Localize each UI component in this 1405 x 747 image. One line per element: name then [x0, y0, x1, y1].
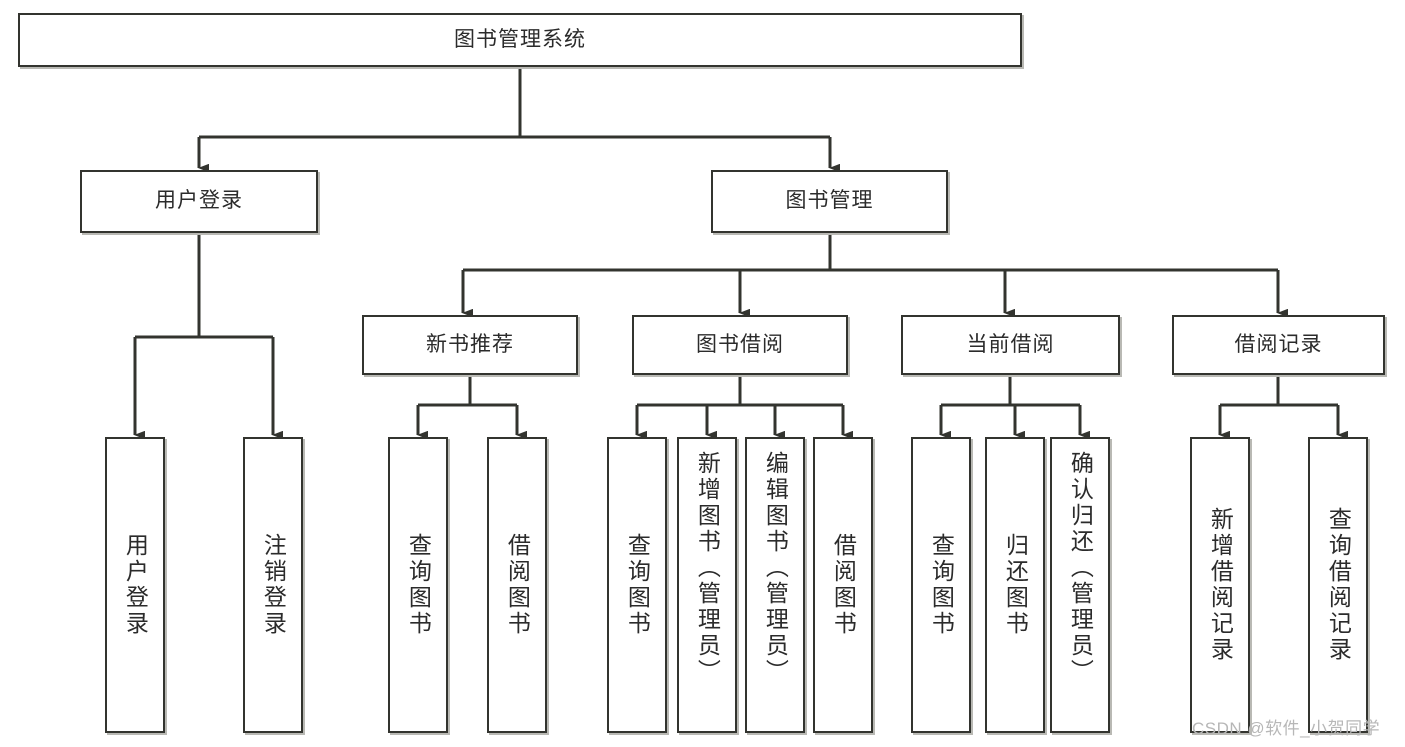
node-user-login-label: 用户登录 [155, 189, 243, 213]
node-leaf-return-book[interactable]: 归还图书 [985, 437, 1045, 733]
node-current-borrow[interactable]: 当前借阅 [901, 315, 1120, 375]
node-leaf-edit-book[interactable]: 编辑图书（管理员） [745, 437, 805, 733]
node-leaf-user-logout[interactable]: 注销登录 [243, 437, 303, 733]
node-leaf-confirm-return[interactable]: 确认归还（管理员） [1050, 437, 1110, 733]
node-leaf-user-login-label: 用户登录 [122, 533, 149, 637]
node-root[interactable]: 图书管理系统 [18, 13, 1022, 67]
node-book-manage-label: 图书管理 [785, 189, 874, 213]
node-book-manage[interactable]: 图书管理 [711, 170, 948, 233]
node-leaf-query-book-rec-label: 查询图书 [405, 533, 432, 637]
node-leaf-query-book-borrow-label: 查询图书 [624, 533, 651, 637]
node-leaf-user-logout-label: 注销登录 [260, 533, 287, 637]
node-user-login[interactable]: 用户登录 [80, 170, 318, 233]
node-leaf-query-book-current[interactable]: 查询图书 [911, 437, 971, 733]
node-leaf-add-book-label: 新增图书（管理员） [694, 451, 721, 685]
node-leaf-query-borrow-record-label: 查询借阅记录 [1325, 507, 1352, 663]
node-leaf-query-book-current-label: 查询图书 [928, 533, 955, 637]
node-leaf-add-book[interactable]: 新增图书（管理员） [677, 437, 737, 733]
node-root-label: 图书管理系统 [454, 27, 586, 51]
node-new-book-recommend[interactable]: 新书推荐 [362, 315, 578, 375]
node-leaf-borrow-book-rec-label: 借阅图书 [504, 533, 531, 637]
node-leaf-borrow-book[interactable]: 借阅图书 [813, 437, 873, 733]
node-leaf-user-login[interactable]: 用户登录 [105, 437, 165, 733]
node-book-borrow[interactable]: 图书借阅 [632, 315, 848, 375]
node-leaf-query-book-borrow[interactable]: 查询图书 [607, 437, 667, 733]
node-borrow-record[interactable]: 借阅记录 [1172, 315, 1385, 375]
watermark-text: CSDN @软件_小贺同学 [1192, 719, 1381, 738]
node-leaf-add-borrow-record-label: 新增借阅记录 [1207, 507, 1234, 663]
node-book-borrow-label: 图书借阅 [696, 332, 784, 356]
node-leaf-return-book-label: 归还图书 [1002, 533, 1029, 637]
node-leaf-borrow-book-label: 借阅图书 [830, 533, 857, 637]
node-new-book-recommend-label: 新书推荐 [426, 332, 514, 356]
node-leaf-borrow-book-rec[interactable]: 借阅图书 [487, 437, 547, 733]
node-leaf-query-borrow-record[interactable]: 查询借阅记录 [1308, 437, 1368, 733]
node-current-borrow-label: 当前借阅 [966, 332, 1055, 356]
node-leaf-confirm-return-label: 确认归还（管理员） [1067, 451, 1094, 685]
node-borrow-record-label: 借阅记录 [1234, 332, 1323, 356]
node-leaf-add-borrow-record[interactable]: 新增借阅记录 [1190, 437, 1250, 733]
node-leaf-edit-book-label: 编辑图书（管理员） [762, 451, 789, 685]
node-leaf-query-book-rec[interactable]: 查询图书 [388, 437, 448, 733]
